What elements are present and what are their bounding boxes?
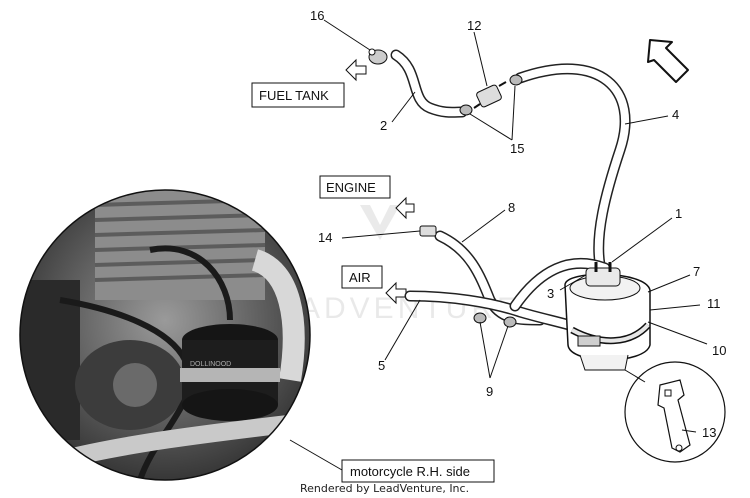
- callout-7: 9: [486, 384, 493, 399]
- callout-16: 16: [310, 8, 324, 23]
- photo-caption-text: motorcycle R.H. side: [350, 464, 470, 479]
- inline-filter-12: [473, 81, 507, 109]
- connector-14: [419, 225, 437, 237]
- callout-9: 7: [693, 264, 700, 279]
- callout-2: 2: [380, 118, 387, 133]
- callout-3: 3: [547, 286, 554, 301]
- engine-photo-inset: DOLLINOOD: [19, 189, 311, 481]
- fuel-tank-arrow-icon: [345, 58, 367, 82]
- engine-arrow-icon: [395, 196, 415, 220]
- callout-12: 12: [467, 18, 481, 33]
- canister-assembly: [564, 262, 651, 371]
- callout-11: 11: [707, 296, 721, 311]
- clamp-15b: [509, 74, 523, 86]
- engine-label: ENGINE: [319, 175, 415, 220]
- hose-engine-link: [509, 257, 611, 312]
- photo-canister-text: DOLLINOOD: [190, 361, 231, 368]
- part-callouts: 16 2 12 15 4 1 8 14 3 7 11 10 5 9 13: [310, 8, 726, 440]
- air-text: AIR: [349, 270, 371, 285]
- clamp-15a: [459, 104, 473, 116]
- callout-13: 13: [702, 425, 716, 440]
- photo-canister: DOLLINOOD: [180, 324, 280, 421]
- callout-10: 10: [712, 343, 726, 358]
- callout-4: 4: [672, 107, 679, 122]
- fuel-tank-label: FUEL TANK: [251, 58, 367, 108]
- leader-lines: [323, 19, 708, 433]
- clamp-16: [368, 48, 388, 65]
- direction-arrow-icon: [647, 39, 689, 83]
- photo-caption: motorcycle R.H. side: [341, 459, 495, 483]
- callout-1: 1: [675, 206, 682, 221]
- clamp-7a: [473, 312, 487, 324]
- fuel-tank-text: FUEL TANK: [259, 88, 329, 103]
- air-label: AIR: [341, 265, 407, 305]
- bracket-detail-13: [624, 361, 726, 463]
- render-credit: Rendered by LeadVenture, Inc.: [300, 482, 469, 495]
- callout-15: 15: [510, 141, 524, 156]
- caption-leader: [289, 439, 343, 471]
- engine-text: ENGINE: [326, 180, 376, 195]
- callout-5: 5: [378, 358, 385, 373]
- callout-8: 8: [508, 200, 515, 215]
- clamp-7b: [503, 316, 517, 328]
- hose-2: [390, 49, 468, 118]
- hose-4: [514, 63, 631, 271]
- callout-14: 14: [318, 230, 332, 245]
